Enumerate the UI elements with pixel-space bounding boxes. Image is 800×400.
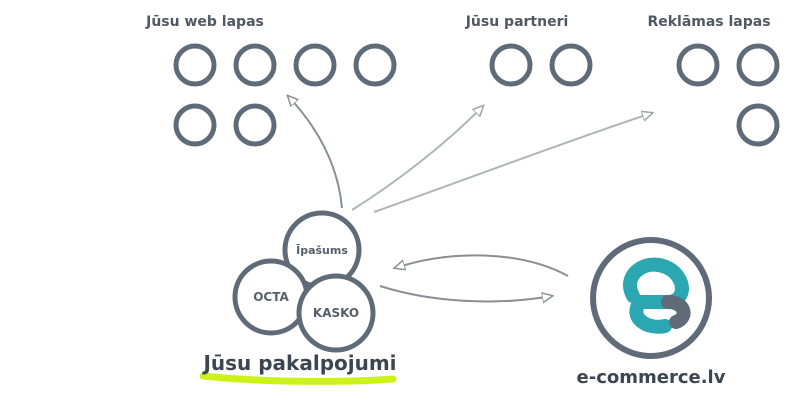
arrow-to-ecommerce: [379, 285, 552, 301]
brand-name: e-commerce.lv: [577, 367, 726, 388]
service-label-octa: OCTA: [253, 290, 289, 304]
web-page-circle: [353, 43, 397, 87]
ads-pages-title: Reklāmas lapas: [647, 14, 770, 30]
web-pages-title: Jūsu web lapas: [145, 14, 264, 30]
ads-pages-circles: [676, 43, 780, 147]
web-page-circle: [293, 43, 337, 87]
ad-page-circle: [676, 43, 720, 87]
partner-circle: [549, 43, 593, 87]
partners-circles: [489, 43, 593, 87]
e-letter-logo-icon: [590, 237, 712, 359]
web-page-circle: [233, 43, 277, 87]
ad-page-circle: [736, 43, 780, 87]
arrow-to-ads-pages: [373, 113, 652, 213]
partner-circle: [489, 43, 533, 87]
services-title: Jūsu pakalpojumi: [201, 351, 396, 375]
arrow-to-web-pages: [288, 96, 343, 209]
service-circle-kasko: [296, 273, 376, 353]
services-cluster: Īpašums OCTA KASKO: [232, 210, 376, 353]
partners-title: Jūsu partneri: [465, 14, 569, 30]
service-label-property: Īpašums: [296, 244, 348, 257]
web-pages-circles: [173, 43, 397, 147]
ad-page-circle: [736, 103, 780, 147]
web-page-circle: [173, 103, 217, 147]
highlight-underline: [199, 372, 397, 385]
arrow-from-ecommerce: [395, 254, 569, 277]
web-page-circle: [173, 43, 217, 87]
arrow-to-partners: [351, 106, 483, 211]
service-label-kasko: KASKO: [313, 306, 359, 320]
web-page-circle: [233, 103, 277, 147]
